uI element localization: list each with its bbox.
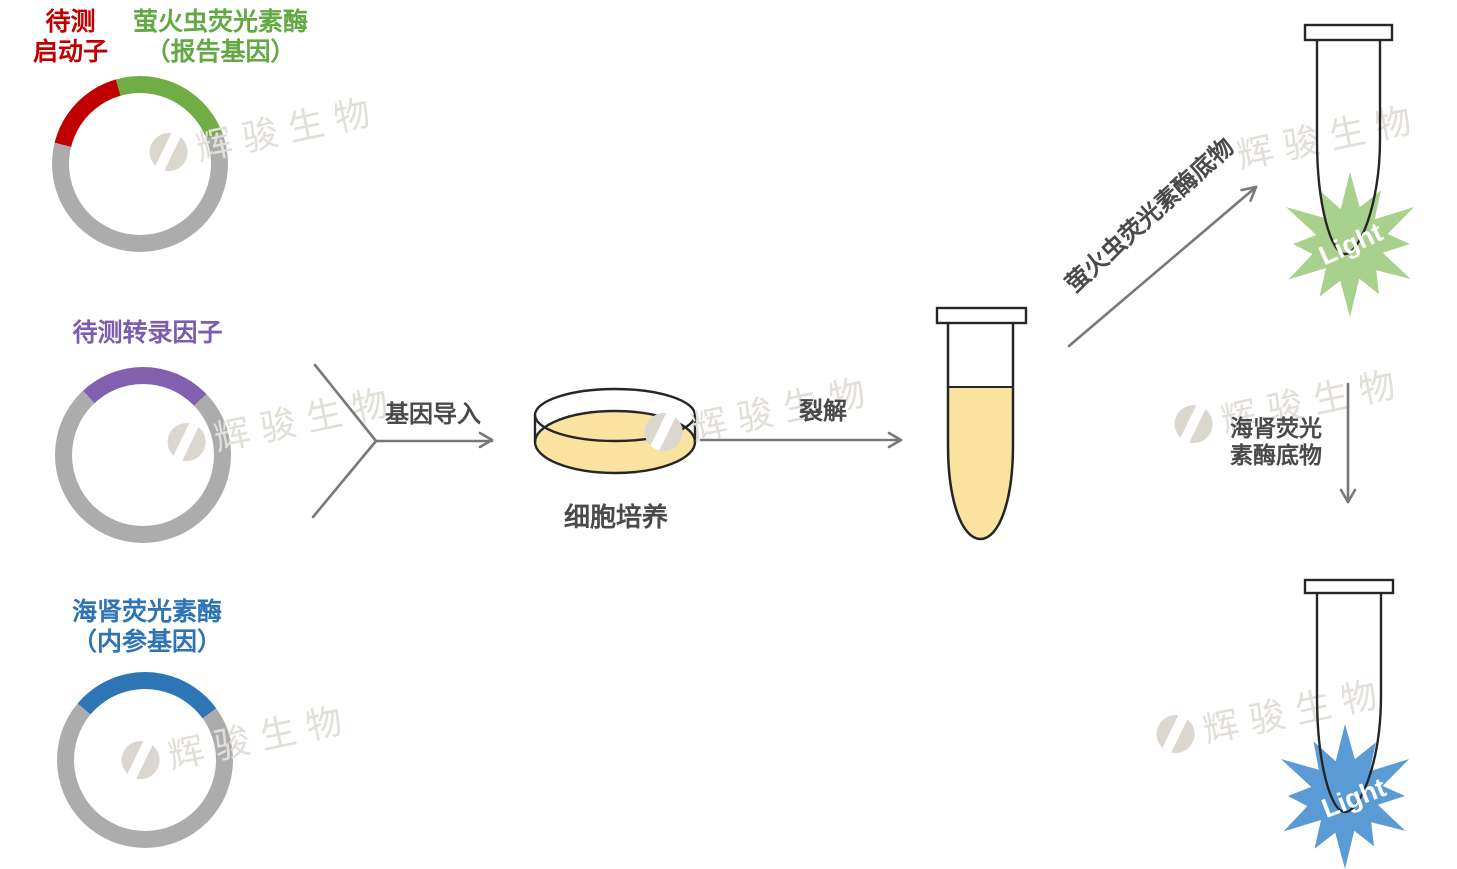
tube-rim	[935, 306, 1028, 325]
arrowhead	[478, 431, 494, 449]
renilla-substrate-label-line1: 海肾荧光	[1230, 415, 1322, 441]
tube-body-outline	[1315, 593, 1383, 814]
renilla-substrate-label: 海肾荧光 素酶底物	[1216, 415, 1336, 469]
arrowhead	[1339, 488, 1357, 504]
starburst-shape	[1285, 172, 1415, 317]
reporter-gene-label: 萤火虫荧光素酶 （报告基因）	[118, 7, 323, 67]
internal-control-label-line1: 海肾荧光素酶	[71, 598, 222, 626]
renilla-substrate-label-line2: 素酶底物	[1230, 442, 1322, 468]
internal-control-label: 海肾荧光素酶 （内参基因）	[52, 597, 242, 657]
cell-culture-label: 细胞培养	[563, 502, 668, 532]
lysis-label: 裂解	[799, 398, 847, 425]
firefly-result-tube	[1303, 23, 1394, 256]
reporter-gene-label-line1: 萤火虫荧光素酶	[132, 8, 308, 36]
tube-body-outline	[1315, 40, 1382, 256]
firefly-light-starburst	[1285, 172, 1415, 317]
arrowhead	[887, 431, 903, 449]
promoter-label-line1: 待测	[45, 8, 96, 36]
starburst-shape	[1280, 724, 1410, 869]
merge-line-bottom	[311, 439, 378, 519]
promoter-label-line2: 启动子	[32, 38, 108, 66]
transcription-factor-label: 待测转录因子	[72, 319, 223, 347]
tube-body-outline	[946, 323, 1015, 541]
petri-dish-wall	[533, 415, 697, 442]
reporter-gene-label-line2: （报告基因）	[145, 38, 296, 66]
tube-rim	[1303, 578, 1395, 595]
arrowhead	[1240, 185, 1258, 202]
gene-introduction-label: 基因导入	[385, 401, 481, 428]
renilla-light-starburst	[1280, 724, 1410, 869]
lysate-tube	[935, 306, 1028, 541]
tube-rim	[1303, 23, 1394, 42]
internal-control-label-line2: （内参基因）	[71, 628, 222, 656]
renilla-result-tube	[1303, 578, 1395, 814]
promoter-label: 待测 启动子	[18, 7, 123, 67]
merge-line-top	[313, 363, 378, 443]
firefly-substrate-arrow	[1067, 185, 1258, 348]
